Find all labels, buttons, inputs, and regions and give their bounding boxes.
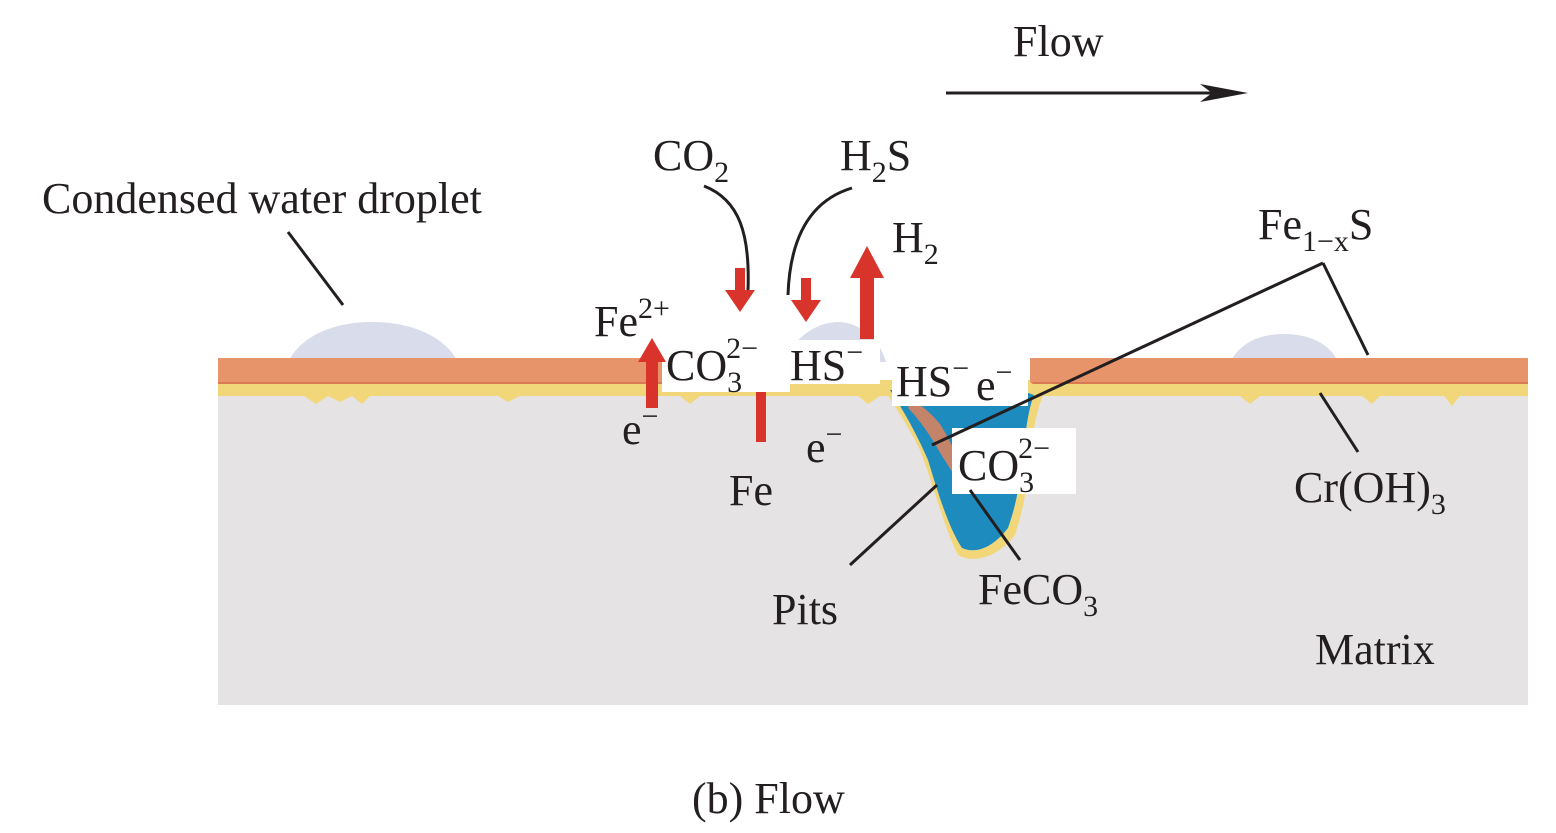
water-droplet-right — [1230, 334, 1338, 362]
hs-right-label: HS− — [896, 352, 969, 406]
droplet-label: Condensed water droplet — [42, 174, 482, 223]
co3-left-label: CO32− — [666, 332, 758, 399]
flow-arrow — [946, 84, 1248, 102]
figure-caption: (b) Flow — [692, 774, 845, 823]
fe2plus-up-arrow — [638, 338, 666, 408]
feco3-label: FeCO3 — [978, 565, 1098, 623]
water-droplet-left — [288, 322, 458, 362]
fe1xs-label: Fe1−xS — [1258, 200, 1373, 258]
h2-up-arrow — [850, 246, 884, 339]
label-bg-co3-pit — [952, 428, 1076, 494]
e-left-label: e− — [622, 400, 658, 454]
hs-left-label: HS− — [790, 336, 863, 390]
e-right-label: e− — [976, 356, 1012, 410]
croh3-label: Cr(OH)3 — [1294, 463, 1446, 521]
label-bg-hs-e — [892, 358, 1028, 406]
croh3-layer — [218, 380, 1528, 406]
flow-label: Flow — [1013, 17, 1104, 66]
pits-label: Pits — [772, 585, 838, 634]
matrix-label: Matrix — [1315, 625, 1435, 674]
leader-lines — [286, 184, 1370, 567]
e-mid-label: e− — [806, 418, 842, 472]
h2s-down-arrow — [791, 278, 821, 322]
fe-dissolution-bar — [756, 392, 766, 442]
fe2plus-label: Fe2+ — [594, 292, 670, 346]
h2-label: H2 — [892, 213, 939, 271]
label-bg-hs — [788, 340, 880, 384]
h2s-label: H2S — [840, 131, 911, 189]
co2-label: CO2 — [653, 131, 729, 189]
fe-label: Fe — [729, 466, 773, 515]
oxide-layer-right — [1030, 358, 1528, 382]
co3-pit-label: CO32− — [958, 432, 1050, 499]
label-bg-left — [662, 340, 790, 392]
co2-down-arrow — [725, 268, 755, 312]
reaction-arrows — [638, 246, 884, 442]
